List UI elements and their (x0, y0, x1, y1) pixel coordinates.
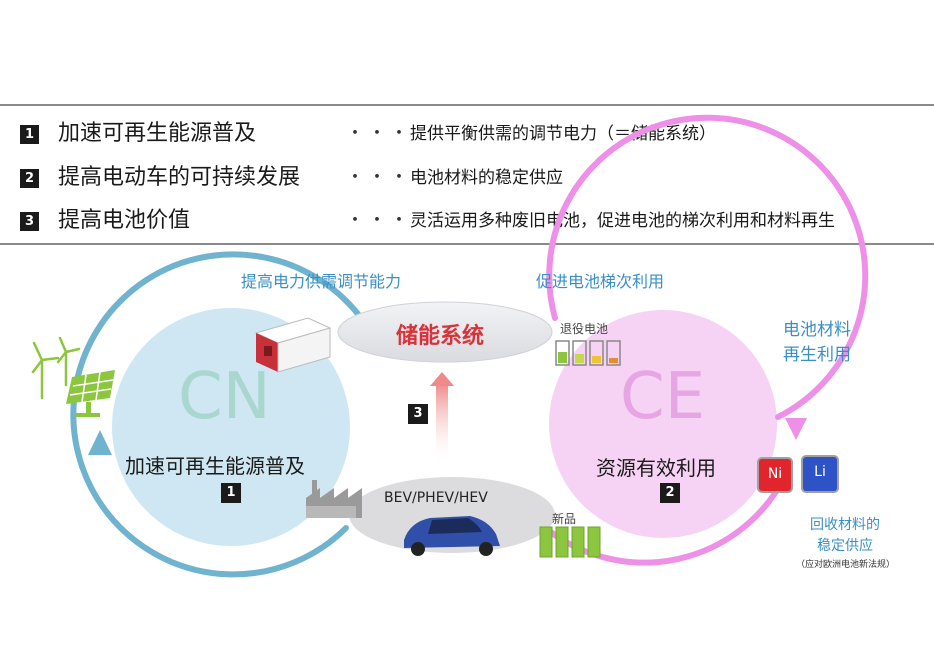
up-arrow-head-icon (430, 372, 454, 386)
nickel-block-icon (757, 457, 793, 493)
top-left-label: 提高电力供需调节能力 (241, 272, 402, 291)
storage-label: 储能系统 (396, 324, 485, 349)
supply-note: （应对欧洲电池新法规） (796, 560, 896, 570)
center-number-badge-bg (408, 404, 428, 424)
list-item: 3 提高电池价值 ・・・ 灵活运用多种废旧电池，促进电池的梯次利用和材料再生 (20, 206, 930, 236)
ce-number: 2 (665, 485, 675, 500)
list-item: 1 加速可再生能源普及 ・・・ 提供平衡供需的调节电力（＝储能系统） (20, 119, 930, 149)
row-title: 提高电池价值 (58, 208, 191, 233)
wind-turbine-icon (31, 336, 81, 400)
ce-number-badge-bg (660, 483, 680, 503)
storage-cabinet-icon (254, 317, 332, 373)
vehicle-label: BEV/PHEV/HEV (384, 490, 488, 506)
row-description: 灵活运用多种废旧电池，促进电池的梯次利用和材料再生 (410, 211, 835, 231)
bottom-divider (0, 243, 934, 245)
lithium-block-icon (801, 455, 839, 493)
ce-ring-arc (546, 114, 869, 420)
ce-label: 资源有效利用 (596, 456, 716, 480)
row-title: 加速可再生能源普及 (58, 121, 257, 146)
ce-arrow-head-icon (785, 418, 807, 440)
supply-label-line1: 回收材料的 (810, 517, 880, 533)
cn-number-badge-bg (221, 483, 241, 503)
storage-ellipse (337, 301, 553, 363)
retired-battery-label: 退役电池 (560, 322, 609, 336)
row-dots: ・・・ (346, 167, 412, 188)
nickel-label: Ni (767, 466, 783, 482)
list-item: 2 提高电动车的可持续发展 ・・・ 电池材料的稳定供应 (20, 163, 930, 193)
vehicle-ellipse (349, 477, 555, 553)
lithium-label: Li (814, 464, 826, 480)
solar-panel-icon (66, 370, 115, 417)
cn-arrow-head-icon (88, 430, 112, 455)
ce-circle (549, 310, 777, 538)
row-dots: ・・・ (346, 210, 412, 231)
car-icon (404, 516, 500, 556)
factory-icon (306, 480, 362, 518)
row-number-badge: 2 (20, 169, 39, 188)
recycle-label-line2: 再生利用 (783, 345, 851, 365)
recycle-label-line1: 电池材料 (783, 320, 851, 340)
row-description: 提供平衡供需的调节电力（＝储能系统） (410, 124, 716, 144)
top-divider (0, 104, 934, 106)
cn-number: 1 (226, 485, 236, 500)
up-arrow-shaft (436, 384, 448, 466)
row-number-badge: 3 (20, 212, 39, 231)
top-right-label: 促进电池梯次利用 (536, 272, 665, 291)
ce-big-text: CE (620, 360, 706, 434)
row-dots: ・・・ (346, 123, 412, 144)
cn-label: 加速可再生能源普及 (125, 454, 305, 478)
new-battery-label: 新品 (552, 512, 577, 526)
supply-label-line2: 稳定供应 (817, 538, 873, 554)
new-battery-icon (539, 526, 601, 558)
center-number: 3 (413, 406, 423, 421)
cn-big-text: CN (178, 360, 271, 434)
row-number-badge: 1 (20, 125, 39, 144)
row-description: 电池材料的稳定供应 (410, 168, 563, 188)
retired-battery-icon (555, 340, 621, 366)
row-title: 提高电动车的可持续发展 (58, 165, 301, 190)
